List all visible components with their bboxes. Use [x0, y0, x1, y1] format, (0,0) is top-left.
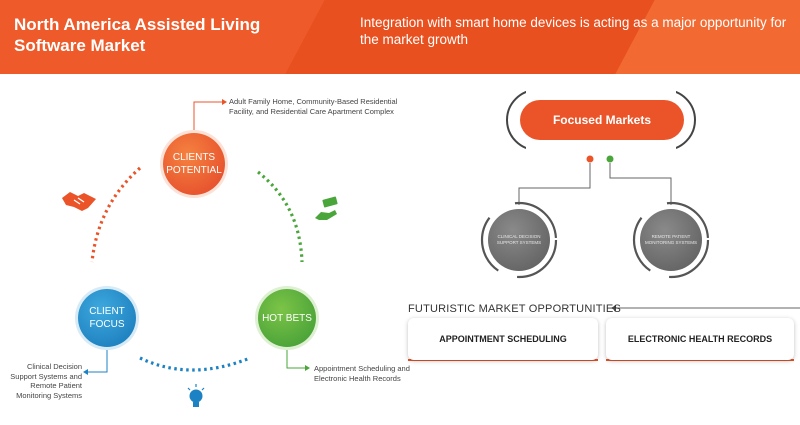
hot-bets-node: HOT BETS	[258, 289, 316, 347]
arc-orange	[90, 166, 142, 263]
dot-green	[606, 155, 614, 163]
lightbulb-icon	[187, 384, 205, 407]
focused-markets-pill: Focused Markets	[520, 100, 684, 140]
hot-bets-connector	[286, 347, 305, 369]
arc-blue	[139, 356, 251, 372]
arc-green	[257, 170, 304, 263]
page-subtitle: Integration with smart home devices is a…	[360, 15, 787, 47]
dot-orange	[586, 155, 594, 163]
money-hand-icon	[315, 196, 338, 220]
remote-patient-monitoring-node: REMOTE PATIENT MONITORING SYSTEMS	[640, 209, 702, 271]
hot-bets-note: Appointment Scheduling and Electronic He…	[314, 364, 410, 383]
client-focus-note: Clinical Decision Support Systems and Re…	[10, 362, 82, 400]
clients-potential-node: CLIENTS POTENTIAL	[163, 133, 225, 195]
header-banner	[0, 0, 800, 74]
clients-potential-note: Adult Family Home, Community-Based Resid…	[229, 97, 398, 116]
client-focus-connector	[88, 347, 108, 373]
opportunity-appointment-scheduling: APPOINTMENT SCHEDULING	[408, 318, 598, 360]
client-focus-node: CLIENT FOCUS	[78, 289, 136, 347]
handshake-icon	[62, 192, 96, 211]
clinical-decision-support-node: CLINICAL DECISION SUPPORT SYSTEMS	[488, 209, 550, 271]
tree-connector	[518, 163, 672, 205]
page-title: North America Assisted Living Software M…	[14, 15, 261, 55]
opportunity-electronic-health-records: ELECTRONIC HEALTH RECORDS	[606, 318, 794, 360]
futuristic-heading: FUTURISTIC MARKET OPPORTUNITIES	[408, 303, 621, 315]
clients-potential-connector	[193, 101, 222, 133]
